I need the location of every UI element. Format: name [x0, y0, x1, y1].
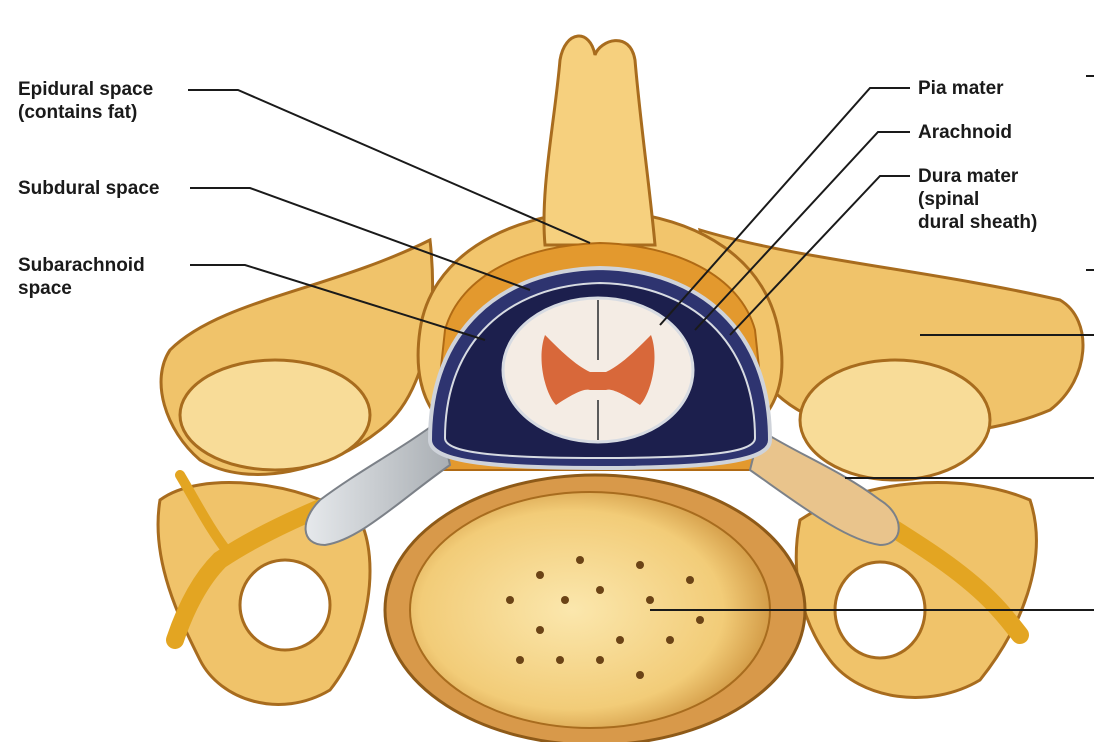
left-superior-articular-facet: [180, 360, 370, 470]
label-subarachnoid-space: Subarachnoid space: [18, 254, 145, 300]
label-subdural-space: Subdural space: [18, 177, 160, 200]
spinous-process: [544, 36, 655, 245]
label-arachnoid: Arachnoid: [918, 121, 1012, 144]
label-dura-mater: Dura mater (spinal dural sheath): [918, 165, 1037, 234]
label-pia-mater: Pia mater: [918, 77, 1004, 100]
left-transverse-foramen: [240, 560, 330, 650]
label-epidural-space: Epidural space (contains fat): [18, 78, 153, 124]
right-superior-articular-facet: [800, 360, 990, 480]
